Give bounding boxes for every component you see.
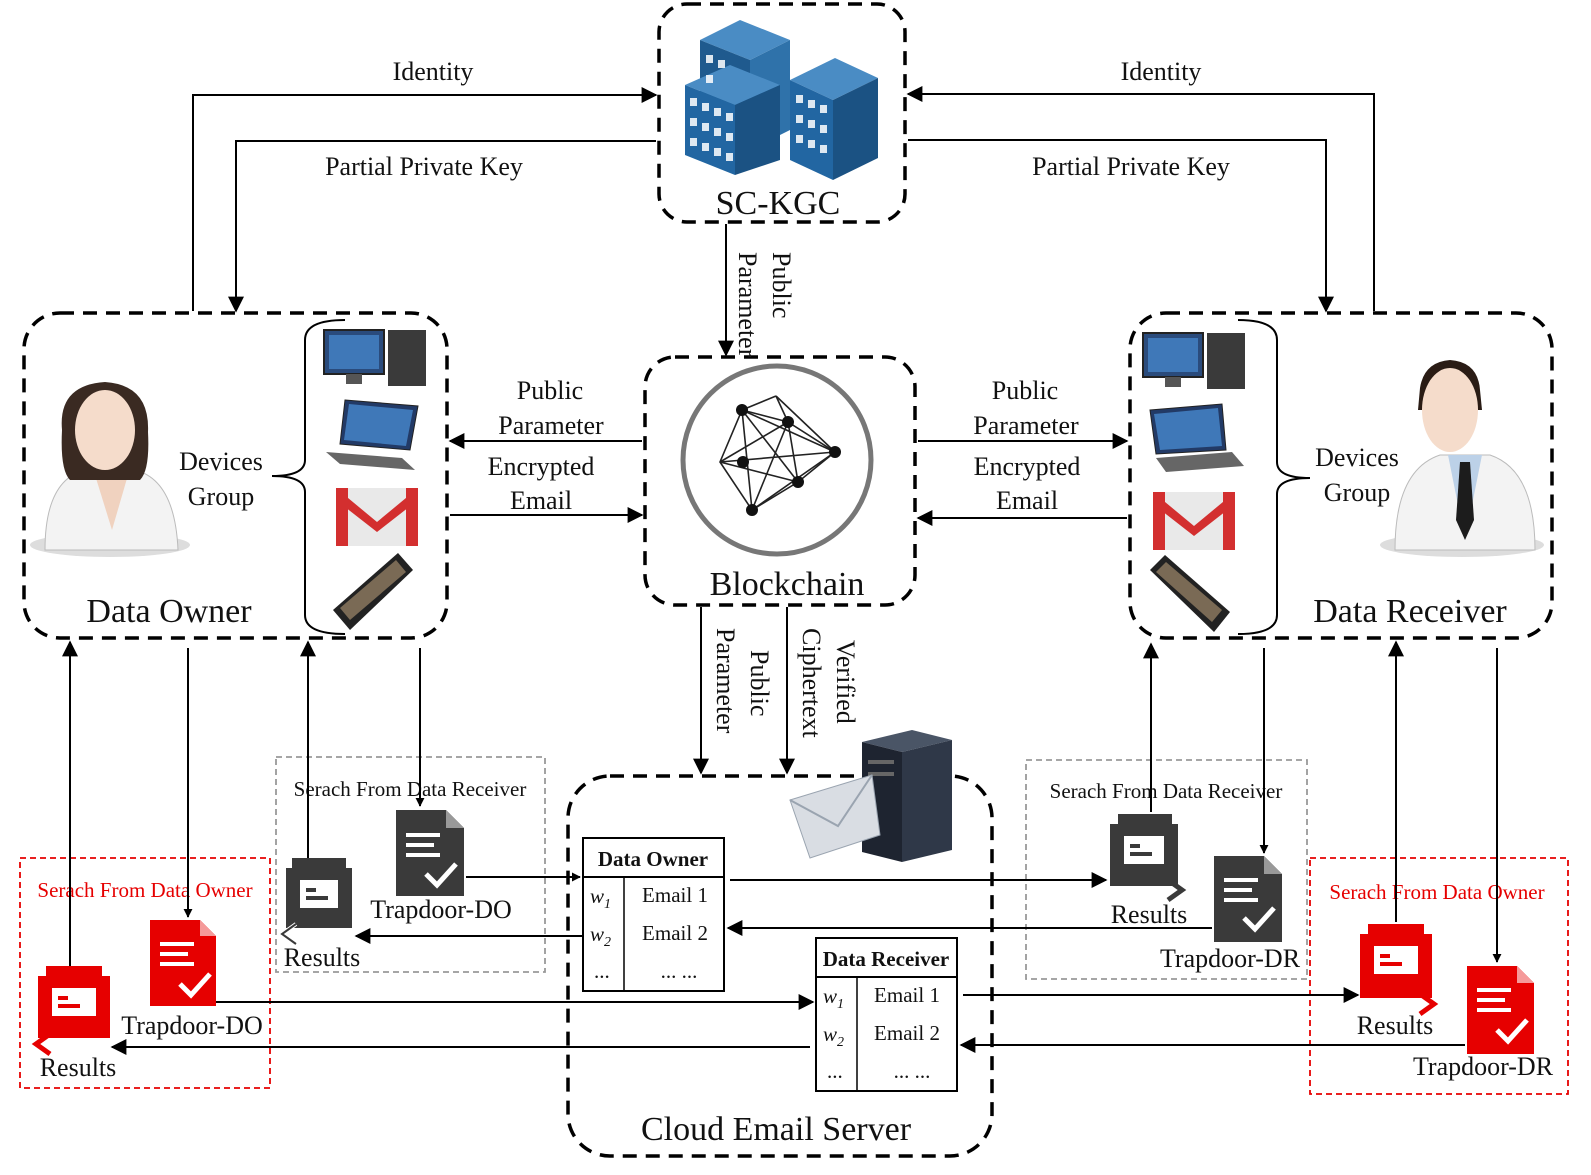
verified-ciphertext-label-vertical: Verified Ciphertext <box>797 628 860 739</box>
results-label-red-left: Results <box>40 1053 117 1082</box>
parameter-label: Parameter <box>711 628 740 734</box>
trapdoor-dr-label-gray: Trapdoor-DR <box>1160 944 1301 973</box>
owner-table-w3: ... <box>594 959 610 983</box>
devices-group-label-right-2: Group <box>1324 478 1390 507</box>
blockchain-label: Blockchain <box>710 566 865 603</box>
trapdoor-document-icon-red <box>150 920 216 1006</box>
building-icon <box>685 20 878 180</box>
receiver-table-email3: ... ... <box>894 1059 931 1083</box>
cloud-email-server-label: Cloud Email Server <box>641 1111 912 1148</box>
laptop-icon <box>326 399 419 470</box>
identity-arrow-right <box>906 86 1375 311</box>
search-from-receiver-box-left <box>275 756 546 973</box>
data-owner-label: Data Owner <box>86 593 252 630</box>
owner-table-w1: w1 <box>590 884 611 912</box>
trapdoor-document-icon-red <box>1467 966 1534 1054</box>
owner-table-email2: Email 2 <box>642 921 708 945</box>
smartphone-icon <box>333 553 413 630</box>
results-inbox-icon <box>1110 814 1187 903</box>
kgc-label: SC-KGC <box>716 185 841 222</box>
data-owner-index-table: Data Owner w1 Email 1 w2 Email 2 ... ...… <box>582 837 725 992</box>
receiver-table-w2: w2 <box>823 1022 844 1050</box>
public-parameter-label-vertical-bottom: Public Parameter <box>711 628 774 734</box>
results-label-red-right: Results <box>1357 1011 1434 1040</box>
encrypted-label-right: Encrypted <box>974 452 1081 481</box>
parameter-label-right: Parameter <box>973 411 1079 440</box>
search-from-owner-label-right: Serach From Data Owner <box>1329 880 1544 904</box>
cloud-email-server-box <box>566 774 994 1158</box>
encrypted-label-left: Encrypted <box>488 452 595 481</box>
parameter-label: Parameter <box>733 252 762 358</box>
public-parameter-label-vertical-top: Public Parameter <box>733 252 796 358</box>
desktop-computer-icon <box>1142 332 1245 389</box>
blockchain-box <box>643 355 917 607</box>
partial-key-arrow-left <box>228 140 656 313</box>
public-label-left: Public <box>517 376 583 405</box>
server-icon <box>862 730 952 862</box>
identity-label-left: Identity <box>393 57 474 86</box>
data-receiver-avatar <box>1380 360 1544 557</box>
envelope-icon <box>789 774 881 859</box>
verified-label: Verified <box>831 640 860 724</box>
public-label: Public <box>767 252 796 318</box>
parameter-label-left: Parameter <box>498 411 604 440</box>
data-receiver-label: Data Receiver <box>1313 593 1507 630</box>
trapdoor-dr-label-red: Trapdoor-DR <box>1413 1052 1554 1081</box>
email-label-left: Email <box>510 486 572 515</box>
data-receiver-index-table: Data Receiver w1 Email 1 w2 Email 2 ... … <box>815 937 958 1092</box>
owner-table-email1: Email 1 <box>642 883 708 907</box>
partial-key-label-right: Partial Private Key <box>1032 152 1230 181</box>
search-from-owner-box-right <box>1309 857 1569 1095</box>
receiver-table-email1: Email 1 <box>874 983 940 1007</box>
public-label: Public <box>745 650 774 716</box>
devices-brace-right <box>1237 319 1311 635</box>
receiver-table-w1: w1 <box>823 984 844 1012</box>
owner-table-title: Data Owner <box>598 847 708 871</box>
trapdoor-document-icon <box>396 810 464 896</box>
devices-brace-left <box>271 319 346 635</box>
public-label-right: Public <box>992 376 1058 405</box>
search-from-receiver-label-left: Serach From Data Receiver <box>294 777 527 801</box>
results-inbox-icon-red <box>1360 924 1439 1017</box>
search-from-owner-box-left <box>19 857 271 1089</box>
data-owner-avatar <box>30 382 190 557</box>
gmail-icon <box>1153 492 1235 550</box>
data-receiver-box <box>1128 311 1554 640</box>
ciphertext-label: Ciphertext <box>797 628 826 739</box>
receiver-table-title: Data Receiver <box>823 947 950 971</box>
trapdoor-document-icon <box>1214 856 1282 942</box>
trapdoor-do-label-red: Trapdoor-DO <box>121 1011 263 1040</box>
results-inbox-icon-red <box>31 966 110 1057</box>
receiver-table-w3: ... <box>827 1059 843 1083</box>
devices-group-label-left-2: Group <box>188 482 254 511</box>
partial-key-arrow-right <box>908 139 1334 313</box>
kgc-box <box>657 2 907 224</box>
laptop-icon <box>1149 403 1244 472</box>
devices-group-label-right-1: Devices <box>1315 443 1399 472</box>
owner-table-email3: ... ... <box>661 959 698 983</box>
identity-arrow-left <box>192 87 658 311</box>
email-label-right: Email <box>996 486 1058 515</box>
identity-label-right: Identity <box>1121 57 1202 86</box>
desktop-computer-icon <box>323 329 426 386</box>
owner-table-w2: w2 <box>590 922 611 950</box>
search-from-receiver-label-right: Serach From Data Receiver <box>1050 779 1283 803</box>
blockchain-icon <box>680 363 874 557</box>
gmail-icon <box>336 488 418 546</box>
results-label-gray-left: Results <box>284 943 361 972</box>
results-inbox-icon <box>278 858 352 946</box>
smartphone-icon <box>1150 555 1230 632</box>
search-from-receiver-box-right <box>1025 759 1308 980</box>
data-owner-box <box>22 311 449 640</box>
results-label-gray-right: Results <box>1111 900 1188 929</box>
receiver-table-email2: Email 2 <box>874 1021 940 1045</box>
devices-group-label-left-1: Devices <box>179 447 263 476</box>
trapdoor-do-label-gray: Trapdoor-DO <box>370 895 512 924</box>
search-from-owner-label-left: Serach From Data Owner <box>37 878 252 902</box>
partial-key-label-left: Partial Private Key <box>325 152 523 181</box>
